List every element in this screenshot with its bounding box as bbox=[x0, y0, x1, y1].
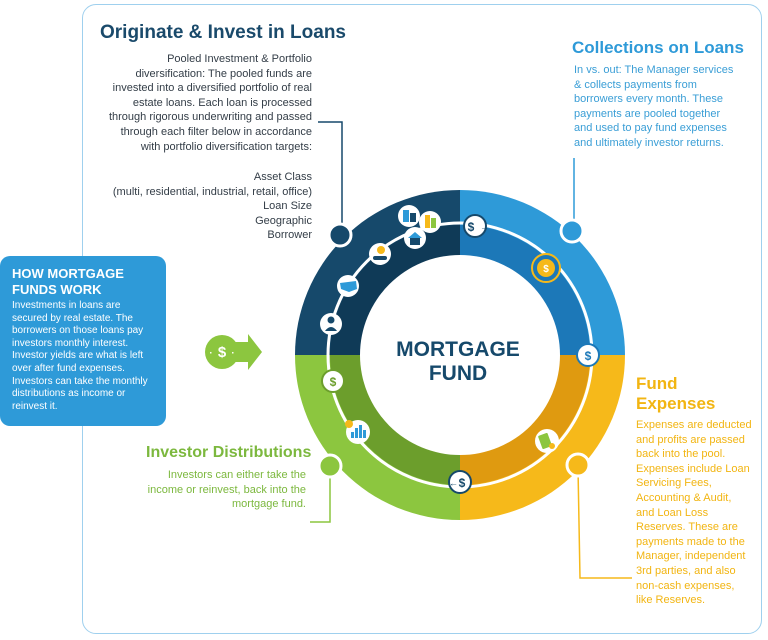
svg-text:←: ← bbox=[449, 478, 458, 488]
svg-text:$: $ bbox=[330, 375, 337, 389]
dollar-exchange-icon: $ → bbox=[463, 214, 489, 238]
filter-geographic: Geographic bbox=[255, 214, 312, 227]
originate-body: Pooled Investment & Portfolio diversific… bbox=[108, 53, 312, 153]
center-label-line1: MORTGAGE bbox=[396, 338, 520, 361]
connector-distributions-dot bbox=[317, 453, 343, 479]
house-icon bbox=[404, 227, 426, 249]
distributions-title: Investor Distributions bbox=[146, 444, 312, 461]
hand-coin-icon bbox=[369, 243, 391, 265]
dollar-arrow-icon: $ bbox=[576, 343, 600, 367]
expenses-title: Fund Expenses bbox=[636, 374, 715, 414]
usa-map-icon bbox=[337, 275, 359, 297]
filter-asset-types: (multi, residential, industrial, retail,… bbox=[112, 185, 312, 198]
collections-title: Collections on Loans bbox=[572, 38, 744, 57]
svg-text:·: · bbox=[231, 348, 234, 359]
originate-title: Originate & Invest in Loans bbox=[100, 22, 346, 43]
expenses-title-line1: Fund bbox=[636, 374, 678, 393]
center-circle bbox=[360, 255, 560, 455]
how-mortgage-funds-work-box: HOW MORTGAGE FUNDS WORK Investments in l… bbox=[0, 256, 166, 426]
person-icon bbox=[320, 313, 342, 335]
svg-text:$: $ bbox=[585, 349, 592, 363]
dollar-entry-icon: $ · · bbox=[205, 334, 262, 370]
originate-filters: Asset Class (multi, residential, industr… bbox=[104, 170, 312, 243]
connector-expenses-dot bbox=[565, 452, 591, 478]
how-title-line2: FUNDS WORK bbox=[12, 282, 102, 297]
connector-originate bbox=[318, 121, 343, 228]
center-label-line2: FUND bbox=[429, 362, 487, 385]
dollar-arrow-icon: $ bbox=[321, 369, 345, 393]
buildings-icon bbox=[398, 205, 420, 227]
connector-distributions bbox=[310, 470, 331, 523]
how-title-line1: HOW MORTGAGE bbox=[12, 266, 124, 281]
svg-text:$: $ bbox=[543, 264, 549, 275]
dollar-arrow-icon: $ ← bbox=[448, 470, 472, 494]
expenses-body: Expenses are deducted and profits are pa… bbox=[636, 419, 752, 607]
distributions-body: Investors can either take the income or … bbox=[147, 469, 306, 511]
filter-borrower: Borrower bbox=[267, 229, 312, 242]
svg-text:$: $ bbox=[459, 476, 466, 490]
buildings-icon bbox=[419, 211, 441, 233]
svg-text:·: · bbox=[209, 348, 212, 359]
filter-asset-class: Asset Class bbox=[253, 171, 312, 183]
collections-body: In vs. out: The Manager services & colle… bbox=[574, 64, 734, 149]
money-bill-icon bbox=[535, 429, 559, 453]
svg-text:→: → bbox=[480, 222, 489, 232]
how-body: Investments in loans are secured by real… bbox=[12, 300, 148, 412]
coins-icon: $ bbox=[531, 253, 561, 283]
connector-originate-dot bbox=[327, 222, 353, 248]
svg-text:$: $ bbox=[218, 344, 227, 361]
connector-collections-dot bbox=[559, 218, 585, 244]
svg-text:$: $ bbox=[468, 220, 475, 234]
expenses-title-line2: Expenses bbox=[636, 394, 716, 413]
how-title: HOW MORTGAGE FUNDS WORK bbox=[12, 266, 154, 298]
bar-chart-icon bbox=[345, 420, 370, 444]
filter-loan-size: Loan Size bbox=[263, 200, 312, 213]
connector-expenses bbox=[577, 467, 632, 579]
